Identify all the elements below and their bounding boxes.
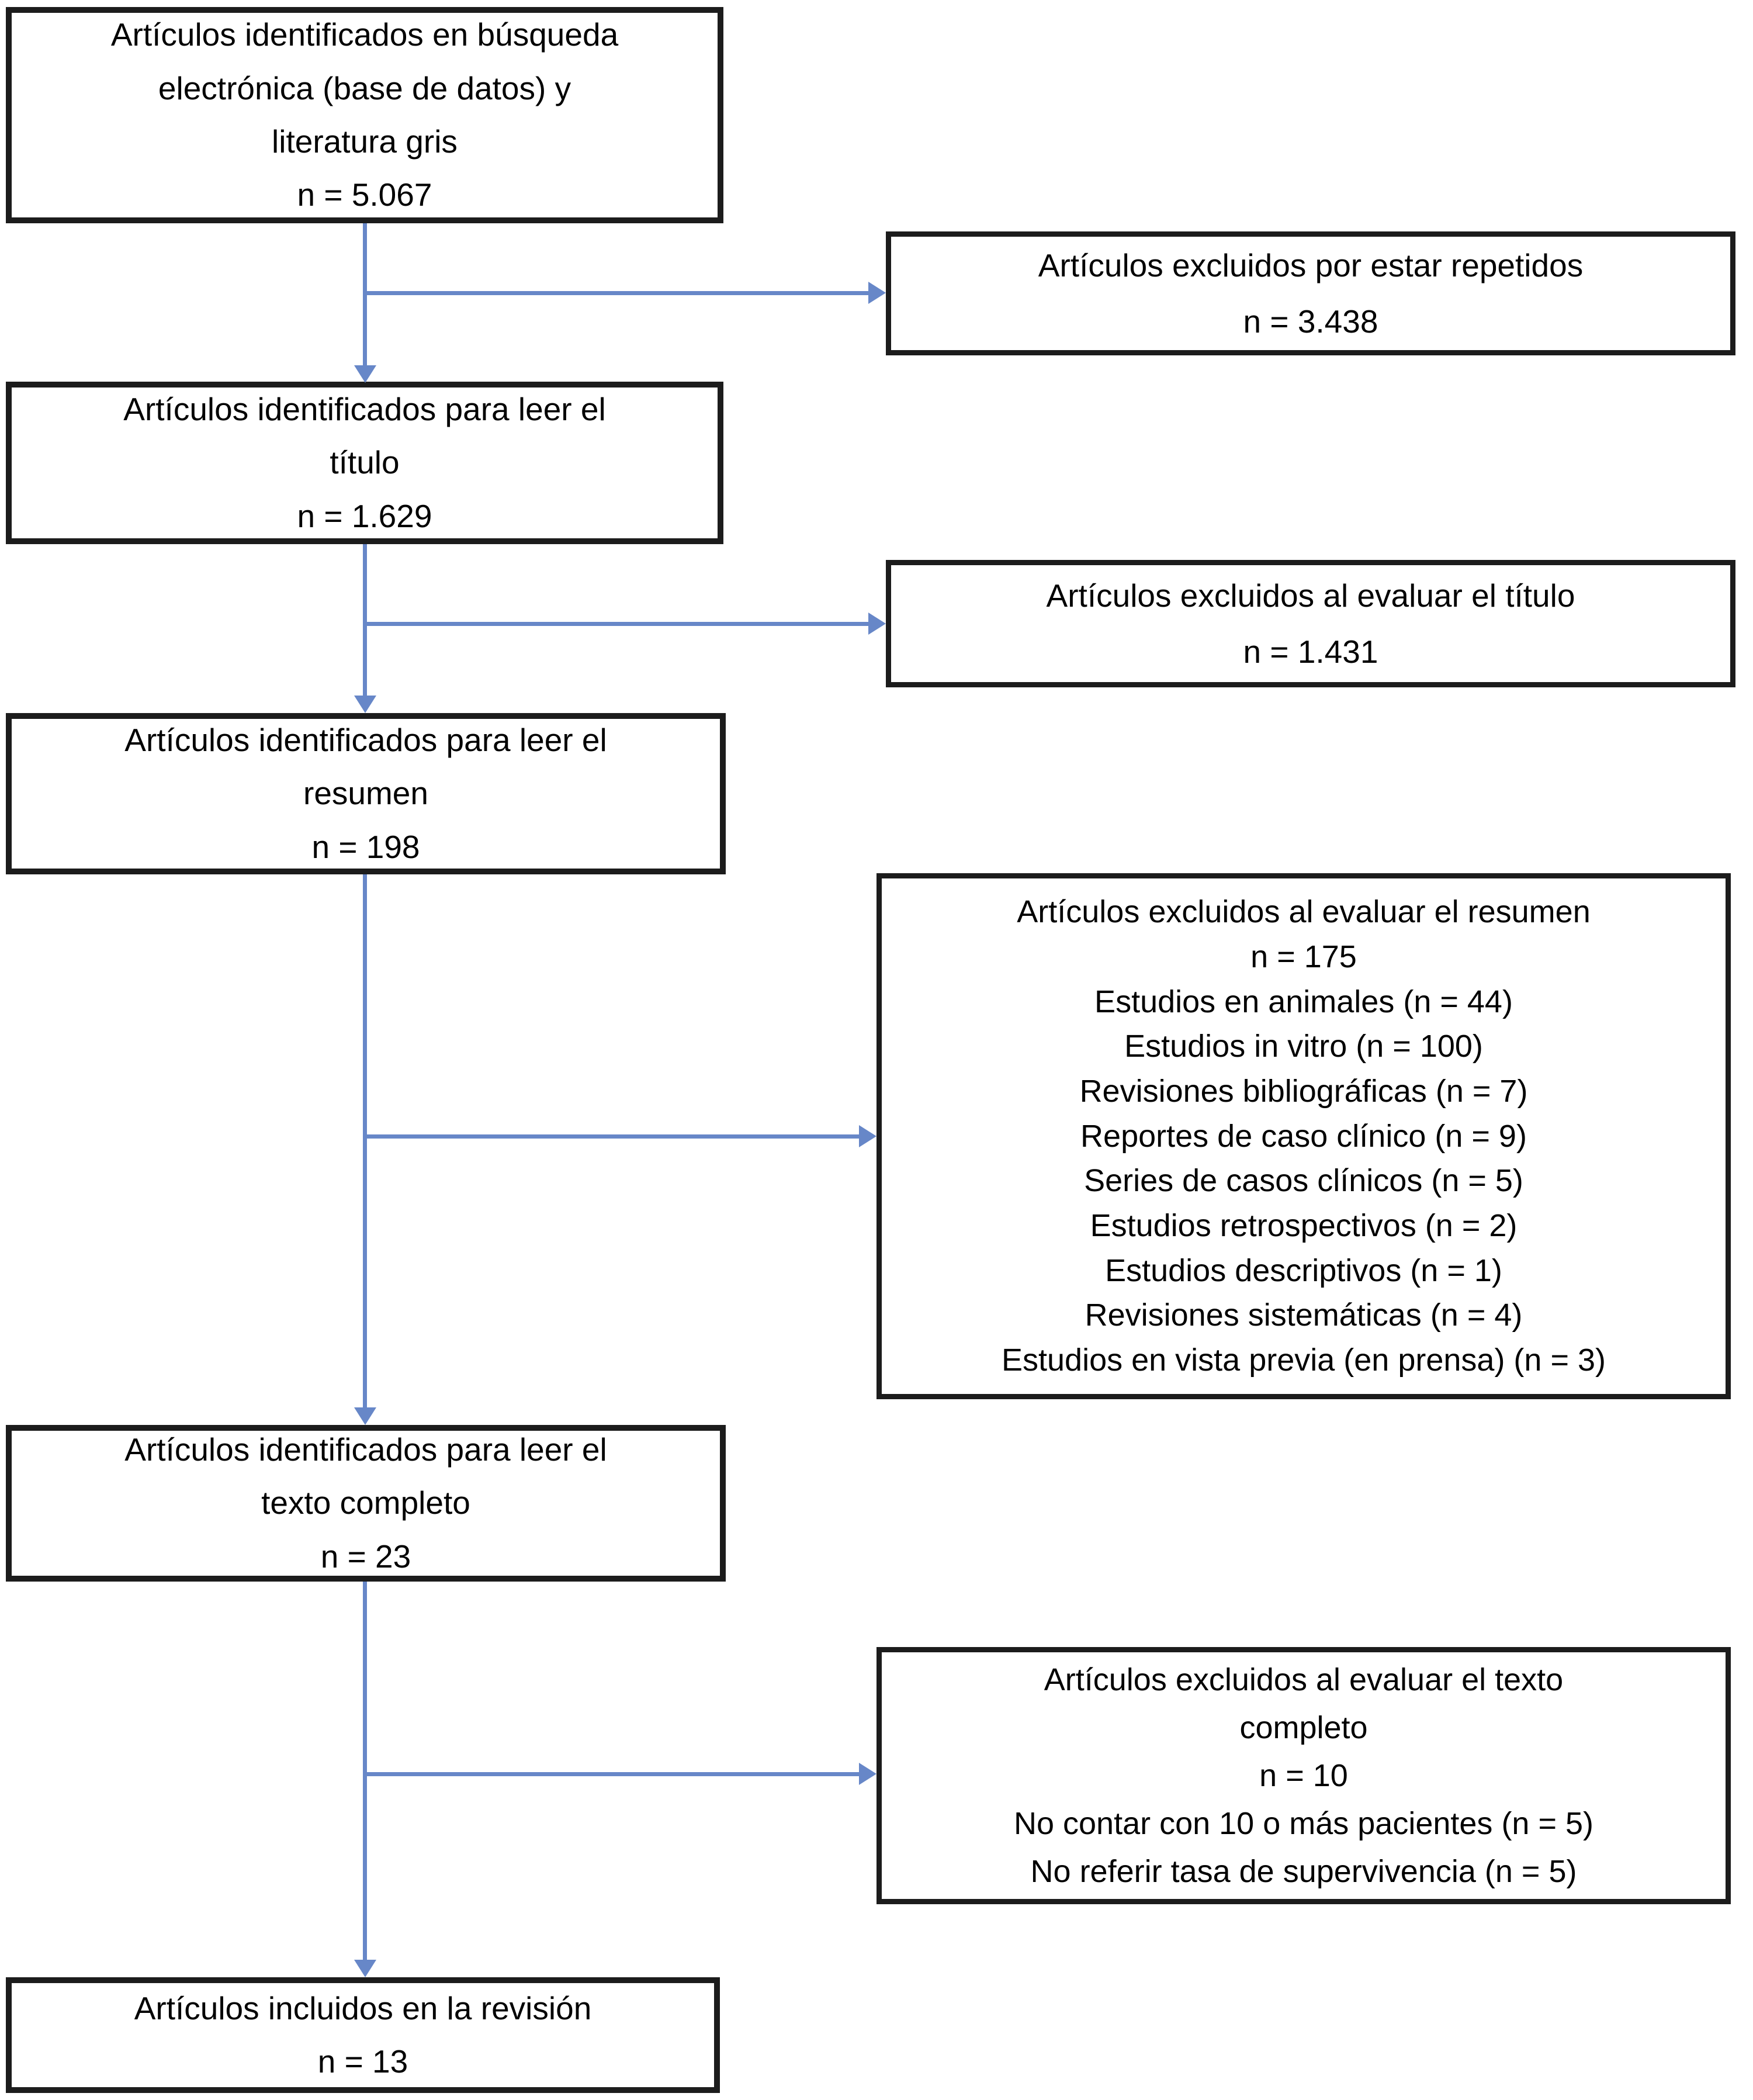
box-included-review: Artículos incluidos en la revisión n = 1… — [6, 1977, 720, 2093]
arrow-branch-excluded-title-head-icon — [868, 613, 886, 635]
arrow-fulltext-to-included-shaft — [363, 1582, 367, 1960]
box-identified-database-search: Artículos identificados en búsqueda elec… — [6, 7, 723, 223]
box-identified-abstract-text: Artículos identificados para leer el res… — [124, 722, 607, 865]
arrow-branch-excluded-duplicates-shaft — [367, 291, 868, 295]
box-excluded-abstract-text: Artículos excluidos al evaluar el resume… — [1001, 894, 1606, 1378]
box-excluded-fulltext-text: Artículos excluidos al evaluar el texto … — [1013, 1662, 1594, 1890]
box-excluded-duplicates-text: Artículos excluidos por estar repetidos … — [1038, 247, 1584, 340]
box-excluded-title-text: Artículos excluidos al evaluar el título… — [1046, 577, 1575, 670]
box-identified-title-text: Artículos identificados para leer el tít… — [123, 391, 606, 534]
arrow-branch-excluded-duplicates-head-icon — [868, 282, 886, 304]
arrow-branch-excluded-title-shaft — [367, 622, 868, 626]
box-excluded-duplicates: Artículos excluidos por estar repetidos … — [886, 231, 1735, 355]
arrow-branch-excluded-fulltext-head-icon — [859, 1763, 876, 1785]
box-included-review-text: Artículos incluidos en la revisión n = 1… — [134, 1990, 592, 2080]
box-identified-title: Artículos identificados para leer el tít… — [6, 382, 723, 544]
box-excluded-title: Artículos excluidos al evaluar el título… — [886, 560, 1735, 687]
box-excluded-fulltext: Artículos excluidos al evaluar el texto … — [876, 1647, 1731, 1904]
arrow-abstract-to-fulltext-shaft — [363, 874, 367, 1407]
arrow-branch-excluded-abstract-shaft — [367, 1134, 859, 1139]
arrow-search-to-title-head-icon — [354, 365, 376, 383]
arrow-abstract-to-fulltext-head-icon — [354, 1407, 376, 1425]
arrow-branch-excluded-abstract-head-icon — [859, 1125, 876, 1147]
box-excluded-abstract: Artículos excluidos al evaluar el resume… — [876, 873, 1731, 1399]
box-identified-database-search-text: Artículos identificados en búsqueda elec… — [110, 16, 619, 213]
arrow-fulltext-to-included-head-icon — [354, 1960, 376, 1977]
box-identified-abstract: Artículos identificados para leer el res… — [6, 713, 726, 874]
arrow-title-to-abstract-head-icon — [354, 696, 376, 713]
box-identified-fulltext: Artículos identificados para leer el tex… — [6, 1425, 726, 1582]
box-identified-fulltext-text: Artículos identificados para leer el tex… — [124, 1431, 607, 1575]
arrow-search-to-title-shaft — [363, 223, 367, 366]
arrow-branch-excluded-fulltext-shaft — [367, 1772, 859, 1776]
arrow-title-to-abstract-shaft — [363, 544, 367, 696]
